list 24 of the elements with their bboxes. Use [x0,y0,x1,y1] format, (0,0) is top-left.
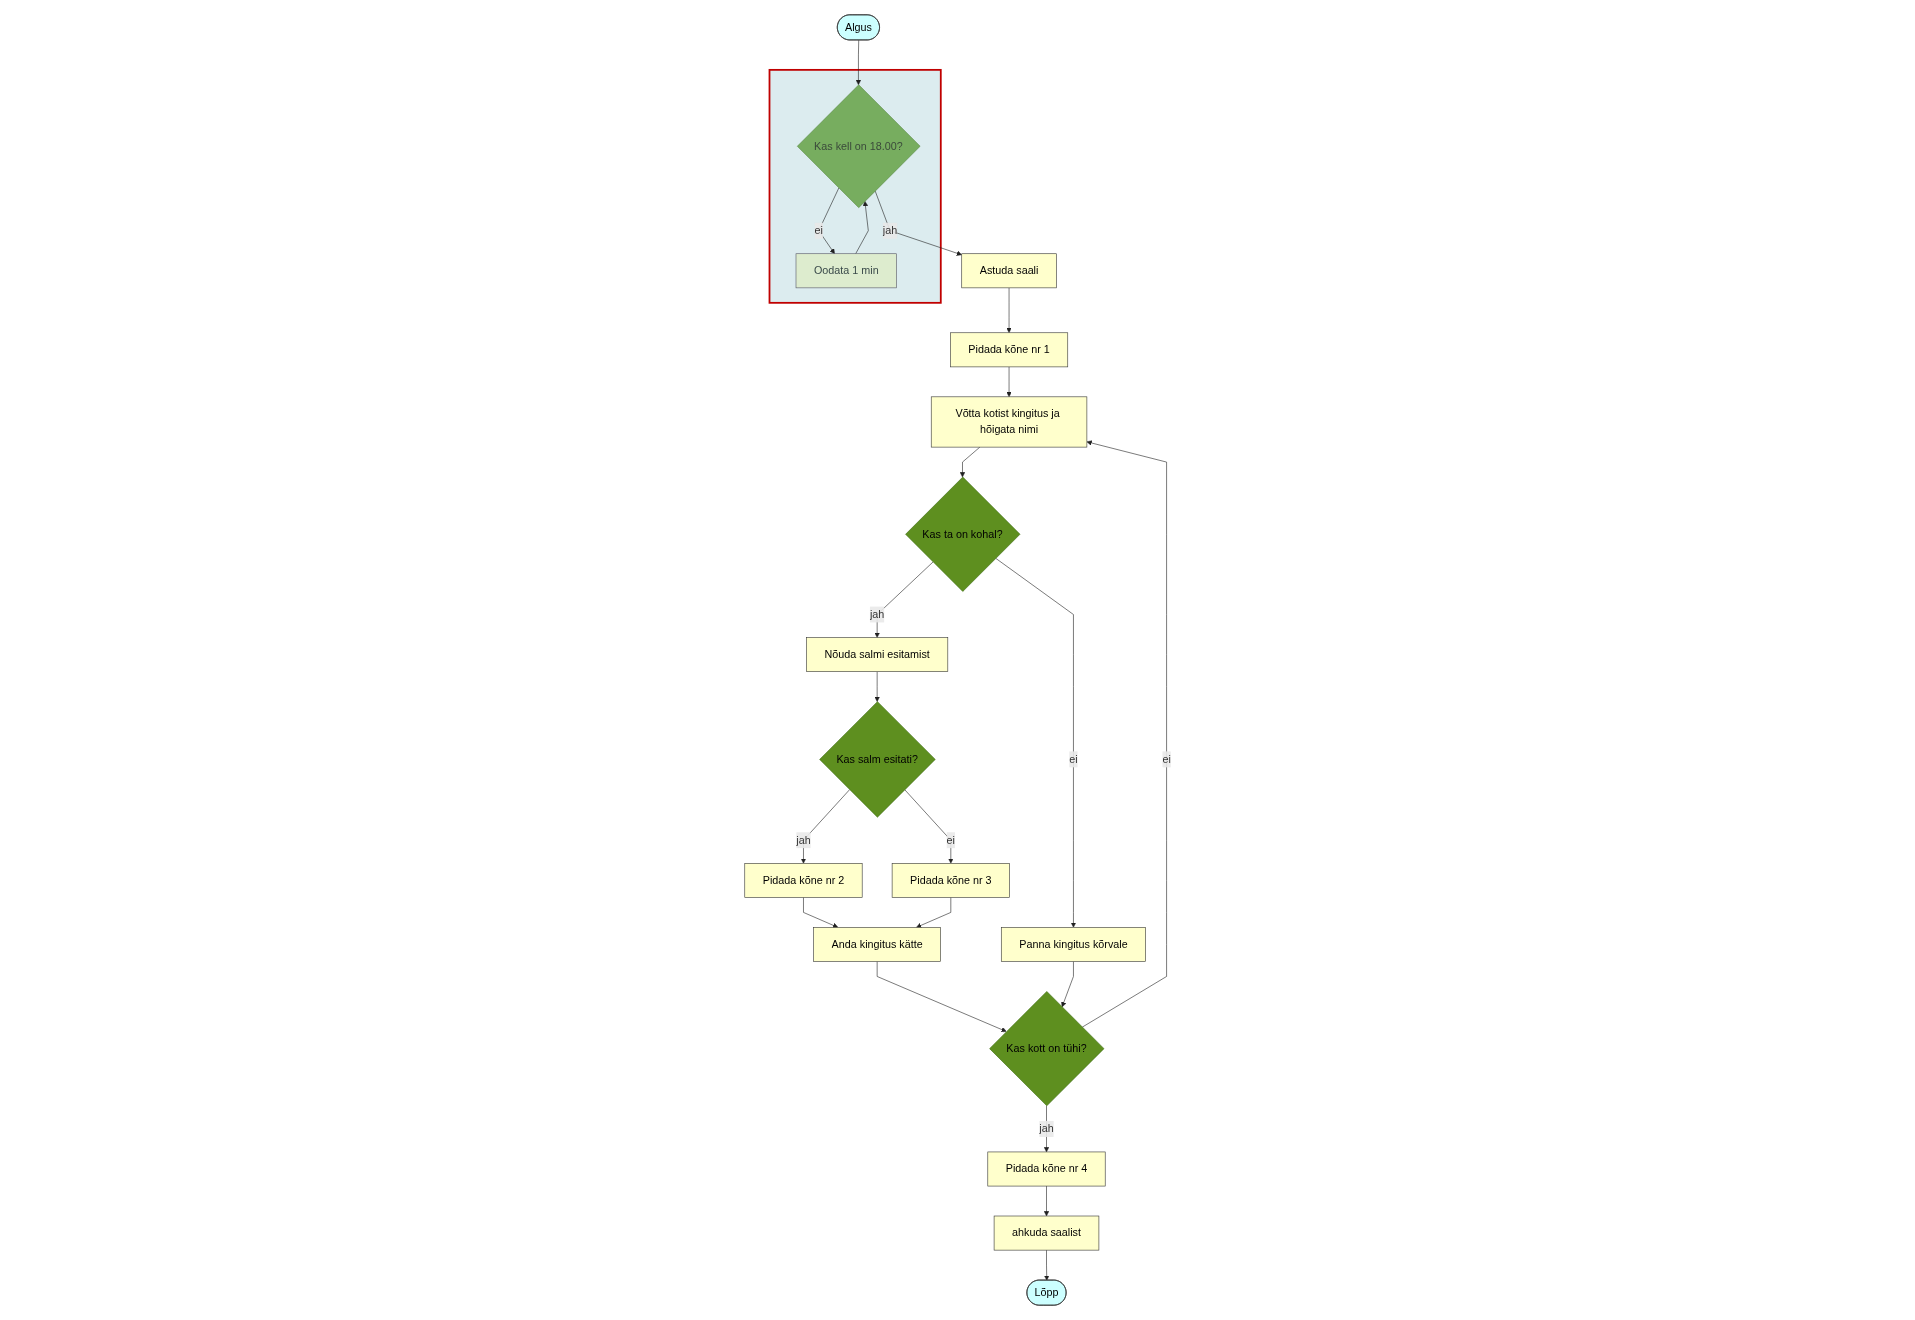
node-box: Oodata 1 min [795,253,897,289]
edge-label: ei [1068,753,1078,766]
edge-label: jah [1039,1122,1054,1135]
node-box: ahkuda saalist [993,1215,1099,1251]
node-diamond: Kas ta on kohal? [905,476,1020,592]
edge-label: jah [882,224,897,237]
edge-label: jah [796,833,811,846]
node-box: Pidada kõne nr 4 [987,1151,1106,1187]
edge-label: ei [814,224,823,237]
node-box: Pidada kõne nr 2 [744,863,863,898]
node-box: Pidada kõne nr 3 [891,863,1010,898]
node-box: Võtta kotist kingitus ja hõigata nimi [930,396,1087,448]
node-diamond: Kas salm esitati? [819,701,936,818]
edge-label: ei [1162,753,1171,766]
node-box: Pidada kõne nr 1 [949,332,1068,368]
node-diamond: Kas kott on tühi? [989,991,1104,1107]
node-box: Anda kingitus kätte [813,927,941,962]
edge-label: jah [869,608,885,621]
node-box: Panna kingitus kõrvale [1000,927,1146,962]
node-box: Nõuda salmi esitamist [805,637,948,672]
cluster [768,68,942,304]
node-box: Astuda saali [961,253,1057,289]
edge-label: ei [946,833,955,846]
node-diamond: Kas kell on 18.00? [796,84,921,208]
